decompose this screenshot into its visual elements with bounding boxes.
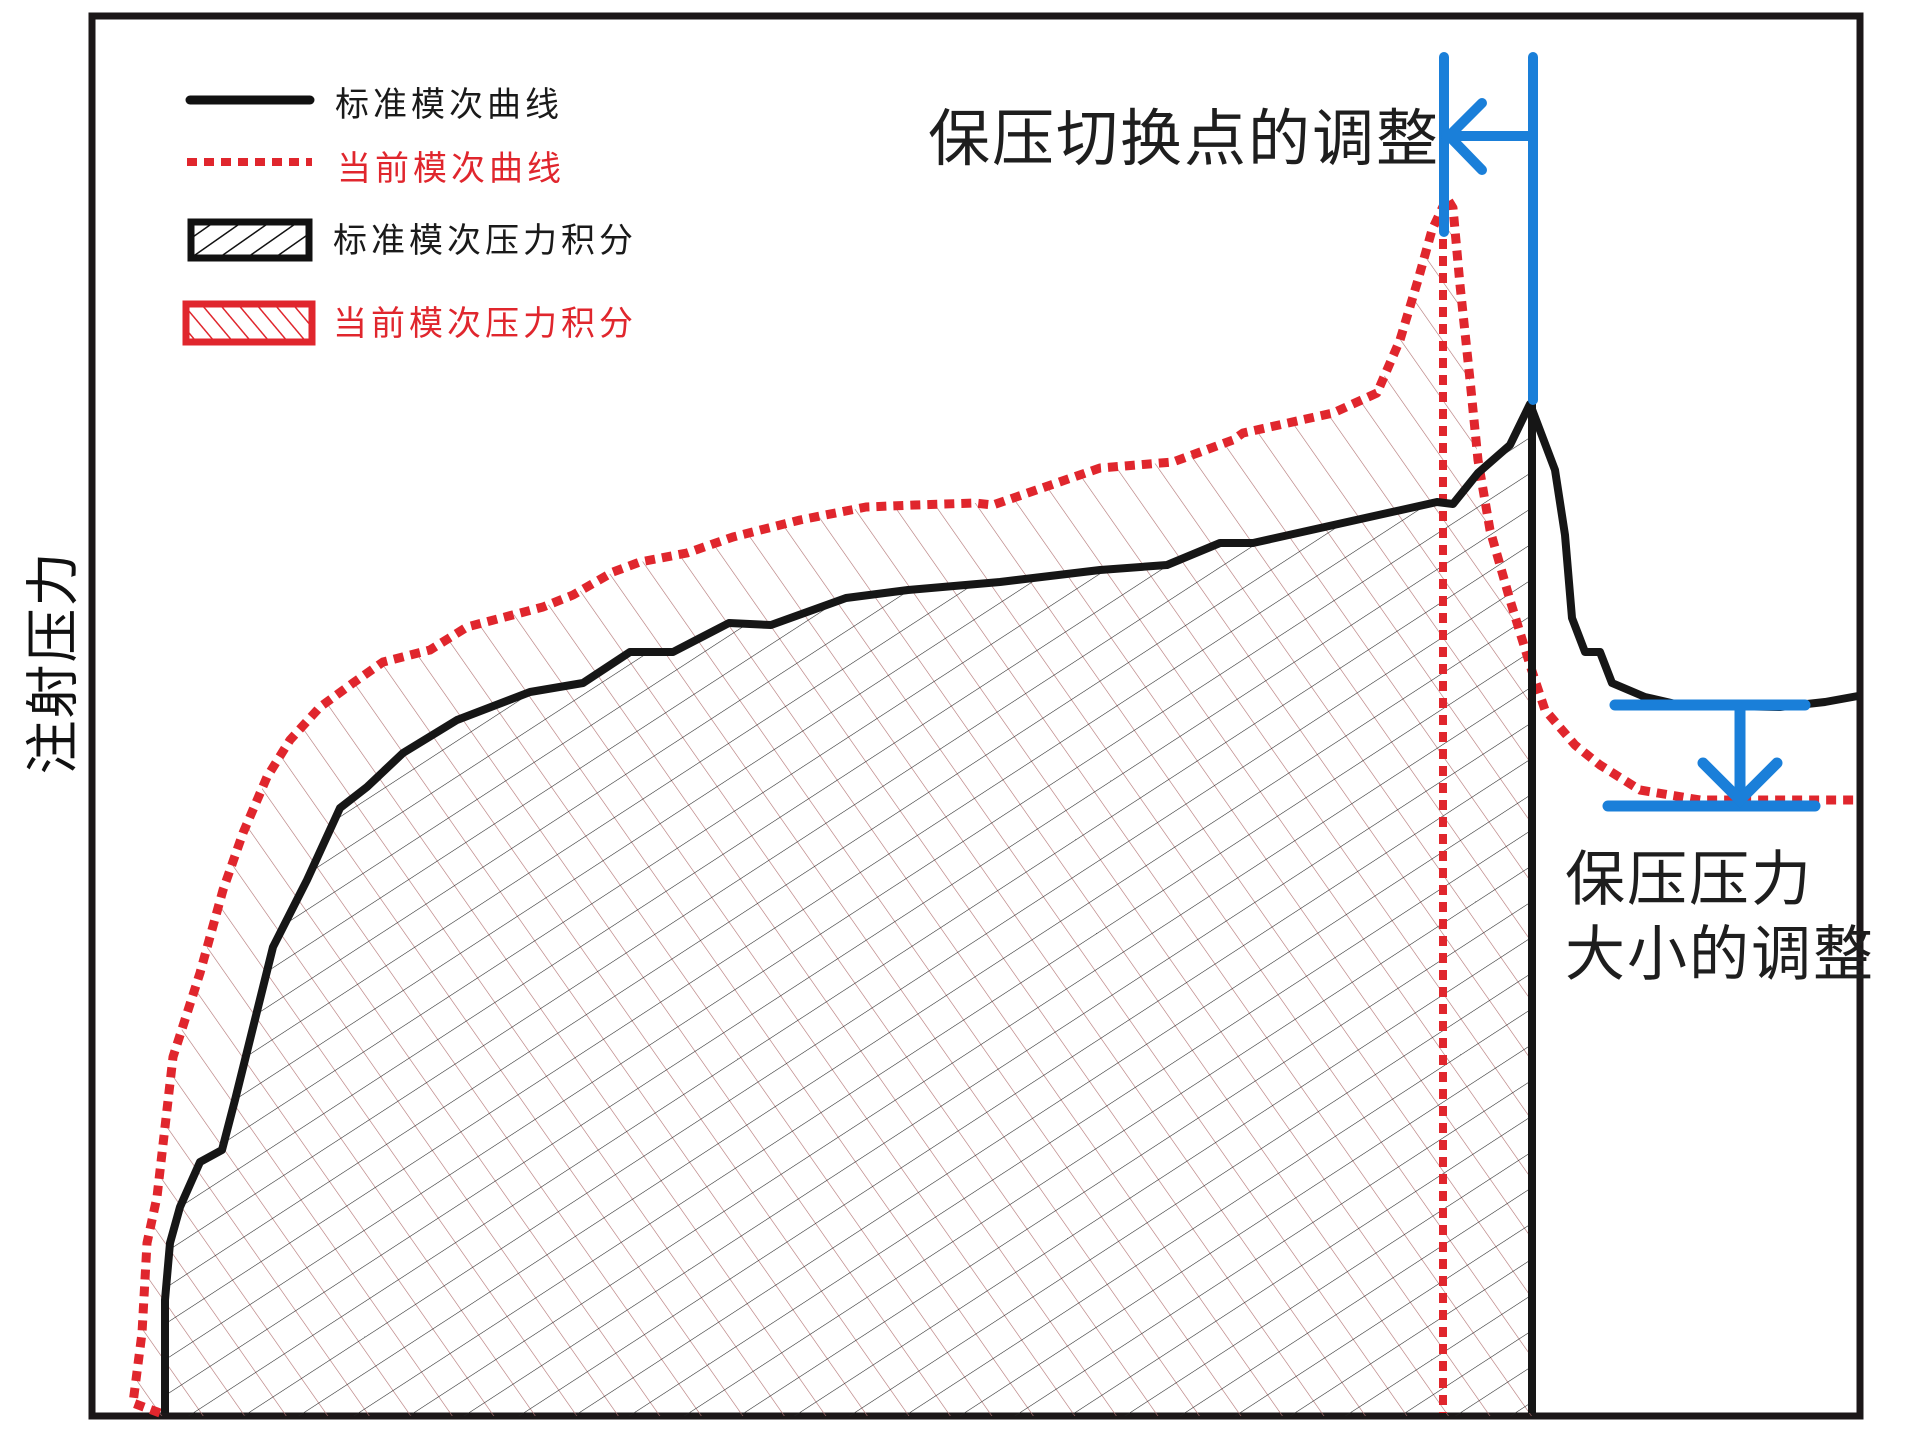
switchover-adjust-label: 保压切换点的调整 — [928, 102, 1441, 175]
legend-label-current-integral: 当前模次压力积分 — [333, 304, 637, 344]
legend-label-standard-integral: 标准模次压力积分 — [333, 221, 637, 261]
standard-cycle-curve — [161, 400, 1859, 1413]
current-cycle-curve — [128, 193, 1858, 1418]
holding-pressure-adjust-arrow — [1602, 699, 1821, 812]
legend-standard-hatch-icon — [187, 218, 313, 262]
legend — [182, 95, 316, 346]
switchover-adjust-arrow — [1439, 52, 1538, 405]
holding-pressure-label-line1: 保压压力 — [1565, 845, 1813, 915]
y-axis-label: 注射压力 — [18, 532, 85, 792]
legend-label-standard-curve: 标准模次曲线 — [335, 85, 563, 125]
holding-pressure-label-line2: 大小的调整 — [1565, 920, 1875, 990]
y-axis-label-text: 注射压力 — [21, 550, 85, 774]
legend-current-hatch-icon — [182, 300, 316, 346]
legend-label-current-curve: 当前模次曲线 — [337, 149, 565, 189]
